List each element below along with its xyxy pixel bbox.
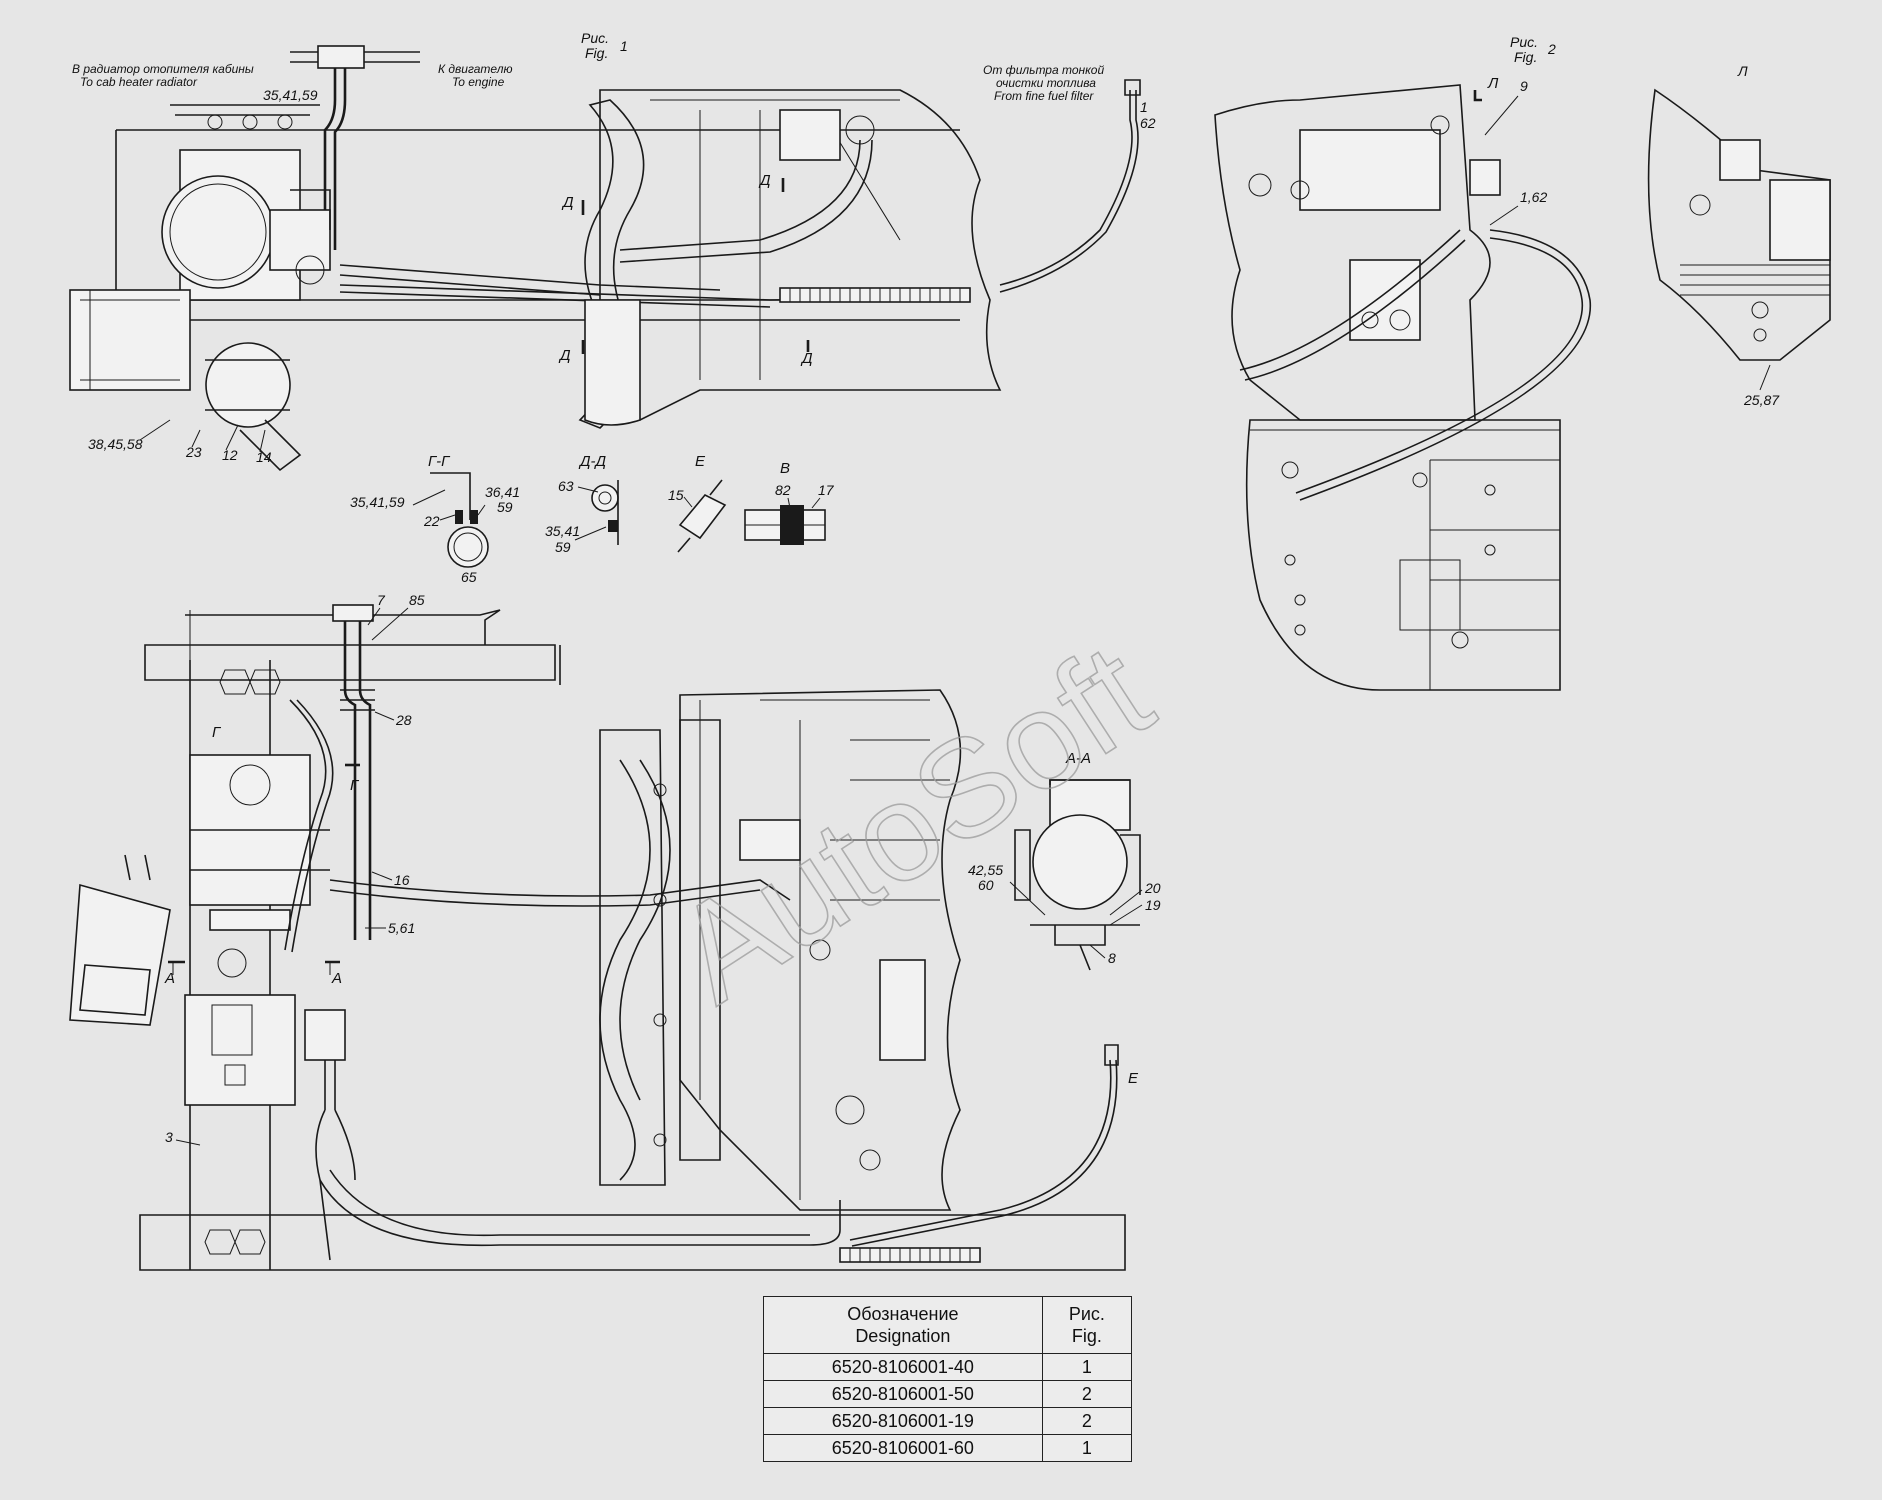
callout: 35,41 [545, 523, 580, 539]
callout: 7 [377, 592, 386, 608]
callout: 85 [409, 592, 425, 608]
callout: 12 [222, 447, 238, 463]
callout: 65 [461, 569, 477, 585]
section-a-mark-2: А [331, 970, 342, 987]
callout: 62 [1140, 115, 1156, 131]
section-e-mark: Е [1128, 1070, 1139, 1087]
figure-2-view [1214, 84, 1831, 691]
fig2-number: 2 [1547, 41, 1556, 57]
callout: 1,62 [1520, 189, 1547, 205]
callout: 60 [978, 877, 994, 893]
section-details [430, 472, 1141, 971]
fig-cell: 2 [1041, 1407, 1133, 1435]
section-d-mark-1: Д [561, 194, 574, 211]
fig-header: Рис. Fig. [1041, 1296, 1133, 1354]
section-d-mark-2: Д [758, 172, 771, 189]
section-gg-label: Г-Г [428, 453, 451, 470]
fig1-caption-ru: Рис. [581, 30, 609, 46]
section-g-mark-2: Г [350, 777, 360, 794]
fig-cell: 2 [1041, 1380, 1133, 1408]
callout: 3 [165, 1129, 173, 1145]
designation-cell: 6520-8106001-19 [763, 1407, 1043, 1435]
designation-table: Обозначение Designation Рис. Fig. 6520-8… [763, 1296, 1133, 1462]
section-aa-label: А-А [1065, 750, 1091, 767]
callout: 8 [1108, 950, 1116, 966]
designation-cell: 6520-8106001-60 [763, 1434, 1043, 1462]
callout: 23 [185, 444, 202, 460]
callout: 35,41,59 [350, 494, 405, 510]
callout: 16 [394, 872, 410, 888]
designation-header-en: Designation [855, 1326, 951, 1346]
section-a-mark-1: А [164, 970, 175, 987]
callout: 59 [555, 539, 571, 555]
callout: 36,41 [485, 484, 520, 500]
to-heater-en: To cab heater radiator [80, 75, 198, 89]
callout: 14 [256, 449, 272, 465]
callout: 17 [818, 482, 835, 498]
callout: 25,87 [1743, 392, 1780, 408]
callout: 63 [558, 478, 574, 494]
section-e-label: Е [695, 453, 706, 470]
lower-main-view [69, 604, 1126, 1271]
callout: 5,61 [388, 920, 415, 936]
fine-filter-ru-1: От фильтра тонкой [983, 63, 1104, 77]
table-row: 6520-8106001-50 2 [763, 1380, 1133, 1408]
figure-1-view [69, 45, 1141, 472]
callout: 35,41,59 [263, 87, 318, 103]
section-d-mark-4: Д [800, 350, 813, 367]
callout: 22 [423, 513, 440, 529]
table-row: 6520-8106001-19 2 [763, 1407, 1133, 1435]
fig1-caption-en: Fig. [585, 45, 608, 61]
table-header-row: Обозначение Designation Рис. Fig. [763, 1296, 1133, 1354]
to-engine-en: To engine [452, 75, 505, 89]
callout: 1 [1140, 99, 1148, 115]
section-g-mark-1: Г [212, 724, 222, 741]
view-l-label: Л [1737, 63, 1748, 79]
callout: 9 [1520, 78, 1528, 94]
section-v-label: В [780, 460, 790, 477]
fig-header-ru: Рис. [1068, 1304, 1105, 1324]
callout: 20 [1144, 880, 1161, 896]
callout: 19 [1145, 897, 1161, 913]
section-dd-label: Д-Д [578, 453, 607, 470]
callout: 15 [668, 487, 684, 503]
designation-cell: 6520-8106001-50 [763, 1380, 1043, 1408]
callout: 82 [775, 482, 791, 498]
designation-cell: 6520-8106001-40 [763, 1353, 1043, 1381]
fig-header-en: Fig. [1071, 1326, 1102, 1346]
fine-filter-en: From fine fuel filter [994, 89, 1094, 103]
designation-header: Обозначение Designation [763, 1296, 1043, 1354]
section-d-mark-3: Д [558, 347, 571, 364]
callout: 38,45,58 [88, 436, 143, 452]
table-row: 6520-8106001-40 1 [763, 1353, 1133, 1381]
table-row: 6520-8106001-60 1 [763, 1434, 1133, 1462]
fig2-caption-ru: Рис. [1510, 34, 1538, 50]
fig-cell: 1 [1041, 1353, 1133, 1381]
fine-filter-ru-2: очистки топлива [996, 76, 1096, 90]
arrow-l-mark: Л [1487, 75, 1499, 92]
fig2-caption-en: Fig. [1514, 49, 1537, 65]
to-heater-ru: В радиатор отопителя кабины [72, 62, 254, 76]
to-engine-ru: К двигателю [438, 62, 513, 76]
callout: 28 [395, 712, 412, 728]
fig1-number: 1 [620, 38, 628, 54]
callout: 42,55 [968, 862, 1003, 878]
designation-header-ru: Обозначение [847, 1304, 959, 1324]
fig-cell: 1 [1041, 1434, 1133, 1462]
callout: 59 [497, 499, 513, 515]
